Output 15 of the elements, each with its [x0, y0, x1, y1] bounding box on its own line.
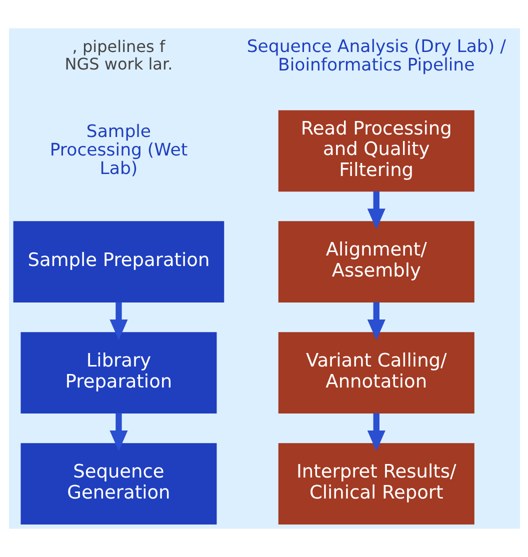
node-box: Alignment/ Assembly: [278, 221, 474, 303]
label: Sequence Analysis (Dry Lab) / Bioinformatics Pipeline: [246, 36, 506, 76]
arrow: [109, 413, 128, 452]
arrow: [109, 302, 128, 340]
arrow: [366, 302, 385, 340]
node-box: Read Processing and Quality Filtering: [278, 110, 474, 192]
node-box: Library Preparation: [20, 332, 216, 414]
node-box: Sample Preparation: [12, 221, 224, 303]
label: Sample Processing (Wet Lab): [49, 122, 188, 179]
arrow: [366, 413, 385, 452]
label: , pipelines f NGS work lar.: [64, 37, 172, 74]
node-box: Variant Calling/ Annotation: [278, 332, 474, 414]
node-box: Sequence Generation: [20, 443, 216, 524]
arrow: [366, 191, 385, 230]
node-box: Interpret Results/ Clinical Report: [278, 443, 474, 524]
